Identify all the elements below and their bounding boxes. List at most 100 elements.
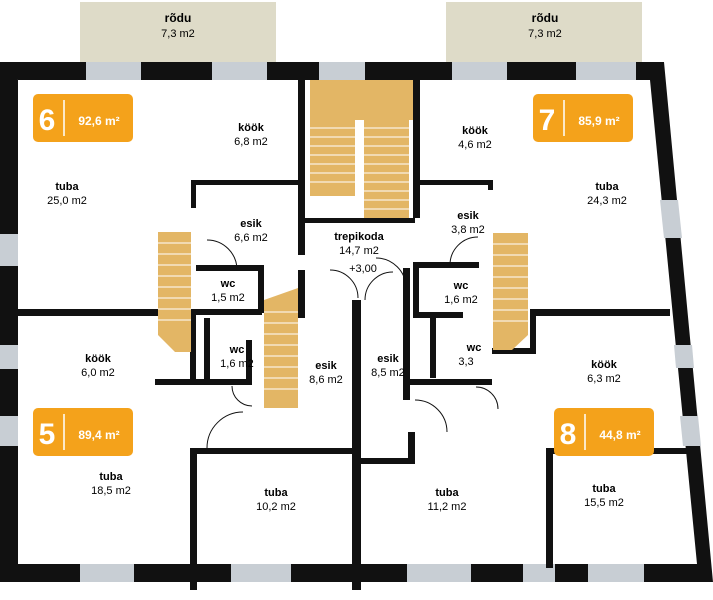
wall <box>190 448 352 454</box>
room-area: 14,7 m2 <box>339 245 379 257</box>
room-area: 15,5 m2 <box>584 497 624 509</box>
balcony-right: rõdu 7,3 m2 <box>446 2 642 62</box>
room-name: tuba <box>595 181 619 193</box>
wall <box>305 218 415 223</box>
wall <box>196 265 264 271</box>
window <box>674 345 694 368</box>
room-area: 25,0 m2 <box>47 195 87 207</box>
apartment-number: 7 <box>539 104 556 137</box>
room-area: 6,6 m2 <box>234 232 268 244</box>
window <box>231 564 291 582</box>
wall <box>361 458 415 464</box>
window <box>452 62 507 80</box>
window <box>0 345 18 369</box>
door-swing <box>231 385 253 407</box>
wall <box>530 309 670 316</box>
room-name: esik <box>457 210 479 222</box>
stair-landing <box>310 80 413 120</box>
apartment-badge-6: 6 92,6 m² <box>33 94 133 142</box>
apartment-area: 85,9 m² <box>578 114 619 128</box>
window <box>0 416 18 446</box>
door-swings <box>206 236 499 449</box>
wall <box>403 268 410 316</box>
room-area: 18,5 m2 <box>91 485 131 497</box>
window <box>680 416 701 446</box>
apartment-badge-5: 5 89,4 m² <box>33 408 133 456</box>
door-swing <box>414 399 448 433</box>
door-swing <box>364 271 394 301</box>
level-mark: +3,00 <box>349 263 377 275</box>
door-swing <box>206 411 244 449</box>
wall <box>413 262 479 268</box>
window <box>576 62 636 80</box>
balcony-right-name: rõdu <box>532 11 559 25</box>
wall <box>190 309 262 315</box>
wall <box>191 180 196 208</box>
room-name: wc <box>229 344 245 356</box>
balcony-left: rõdu 7,3 m2 <box>80 2 276 62</box>
balcony-right-area <box>446 2 642 62</box>
window <box>319 62 365 80</box>
wall <box>18 309 158 316</box>
room-name: tuba <box>592 483 616 495</box>
room-name: esik <box>377 353 399 365</box>
room-name: köök <box>591 359 618 371</box>
door-swing <box>475 386 499 410</box>
room-area: 4,6 m2 <box>458 139 492 151</box>
room-area: 6,3 m2 <box>587 373 621 385</box>
room-name: köök <box>238 122 265 134</box>
staircase-left-lower <box>264 288 298 408</box>
window <box>80 564 134 582</box>
apartment-number: 8 <box>560 418 577 451</box>
room-name: esik <box>240 218 262 230</box>
door-swing <box>206 239 238 271</box>
window <box>660 200 682 238</box>
room-area: 1,6 m2 <box>220 358 254 370</box>
wall <box>190 309 196 379</box>
interior-walls <box>18 80 696 590</box>
wall <box>408 432 415 464</box>
room-area: 24,3 m2 <box>587 195 627 207</box>
window <box>588 564 644 582</box>
apartment-area: 44,8 m² <box>599 428 640 442</box>
room-area: 10,2 m2 <box>256 501 296 513</box>
wall <box>413 180 493 185</box>
balcony-right-size: 7,3 m2 <box>528 28 562 40</box>
room-area: 8,5 m2 <box>371 367 405 379</box>
wall <box>191 180 303 185</box>
room-name: wc <box>220 278 236 290</box>
door-swing <box>329 269 359 299</box>
room-name: tuba <box>55 181 79 193</box>
room-name: trepikoda <box>334 231 384 243</box>
wall <box>352 300 361 590</box>
room-area: 1,6 m2 <box>444 294 478 306</box>
apartment-badge-8: 8 44,8 m² <box>554 408 654 456</box>
wall <box>530 309 536 354</box>
wall <box>298 80 305 255</box>
wall <box>413 312 463 318</box>
window <box>407 564 471 582</box>
door-swing <box>375 257 407 289</box>
wall <box>413 80 420 218</box>
staircase-left-upper <box>158 232 191 352</box>
wall <box>488 180 493 190</box>
stair-flight <box>364 120 409 218</box>
staircase-right <box>493 233 528 350</box>
wall <box>258 265 264 313</box>
room-name: köök <box>462 125 489 137</box>
room-name: esik <box>315 360 337 372</box>
wall <box>413 262 419 312</box>
apartment-area: 89,4 m² <box>78 428 119 442</box>
apartment-number: 6 <box>39 104 56 137</box>
room-area: 1,5 m2 <box>211 292 245 304</box>
room-name: wc <box>466 342 482 354</box>
room-name: köök <box>85 353 112 365</box>
room-name: wc <box>453 280 469 292</box>
wall <box>410 379 492 385</box>
windows <box>0 62 701 582</box>
window <box>86 62 141 80</box>
stair-flight <box>310 120 355 196</box>
room-name: tuba <box>435 487 459 499</box>
apartment-badge-7: 7 85,9 m² <box>533 94 633 142</box>
